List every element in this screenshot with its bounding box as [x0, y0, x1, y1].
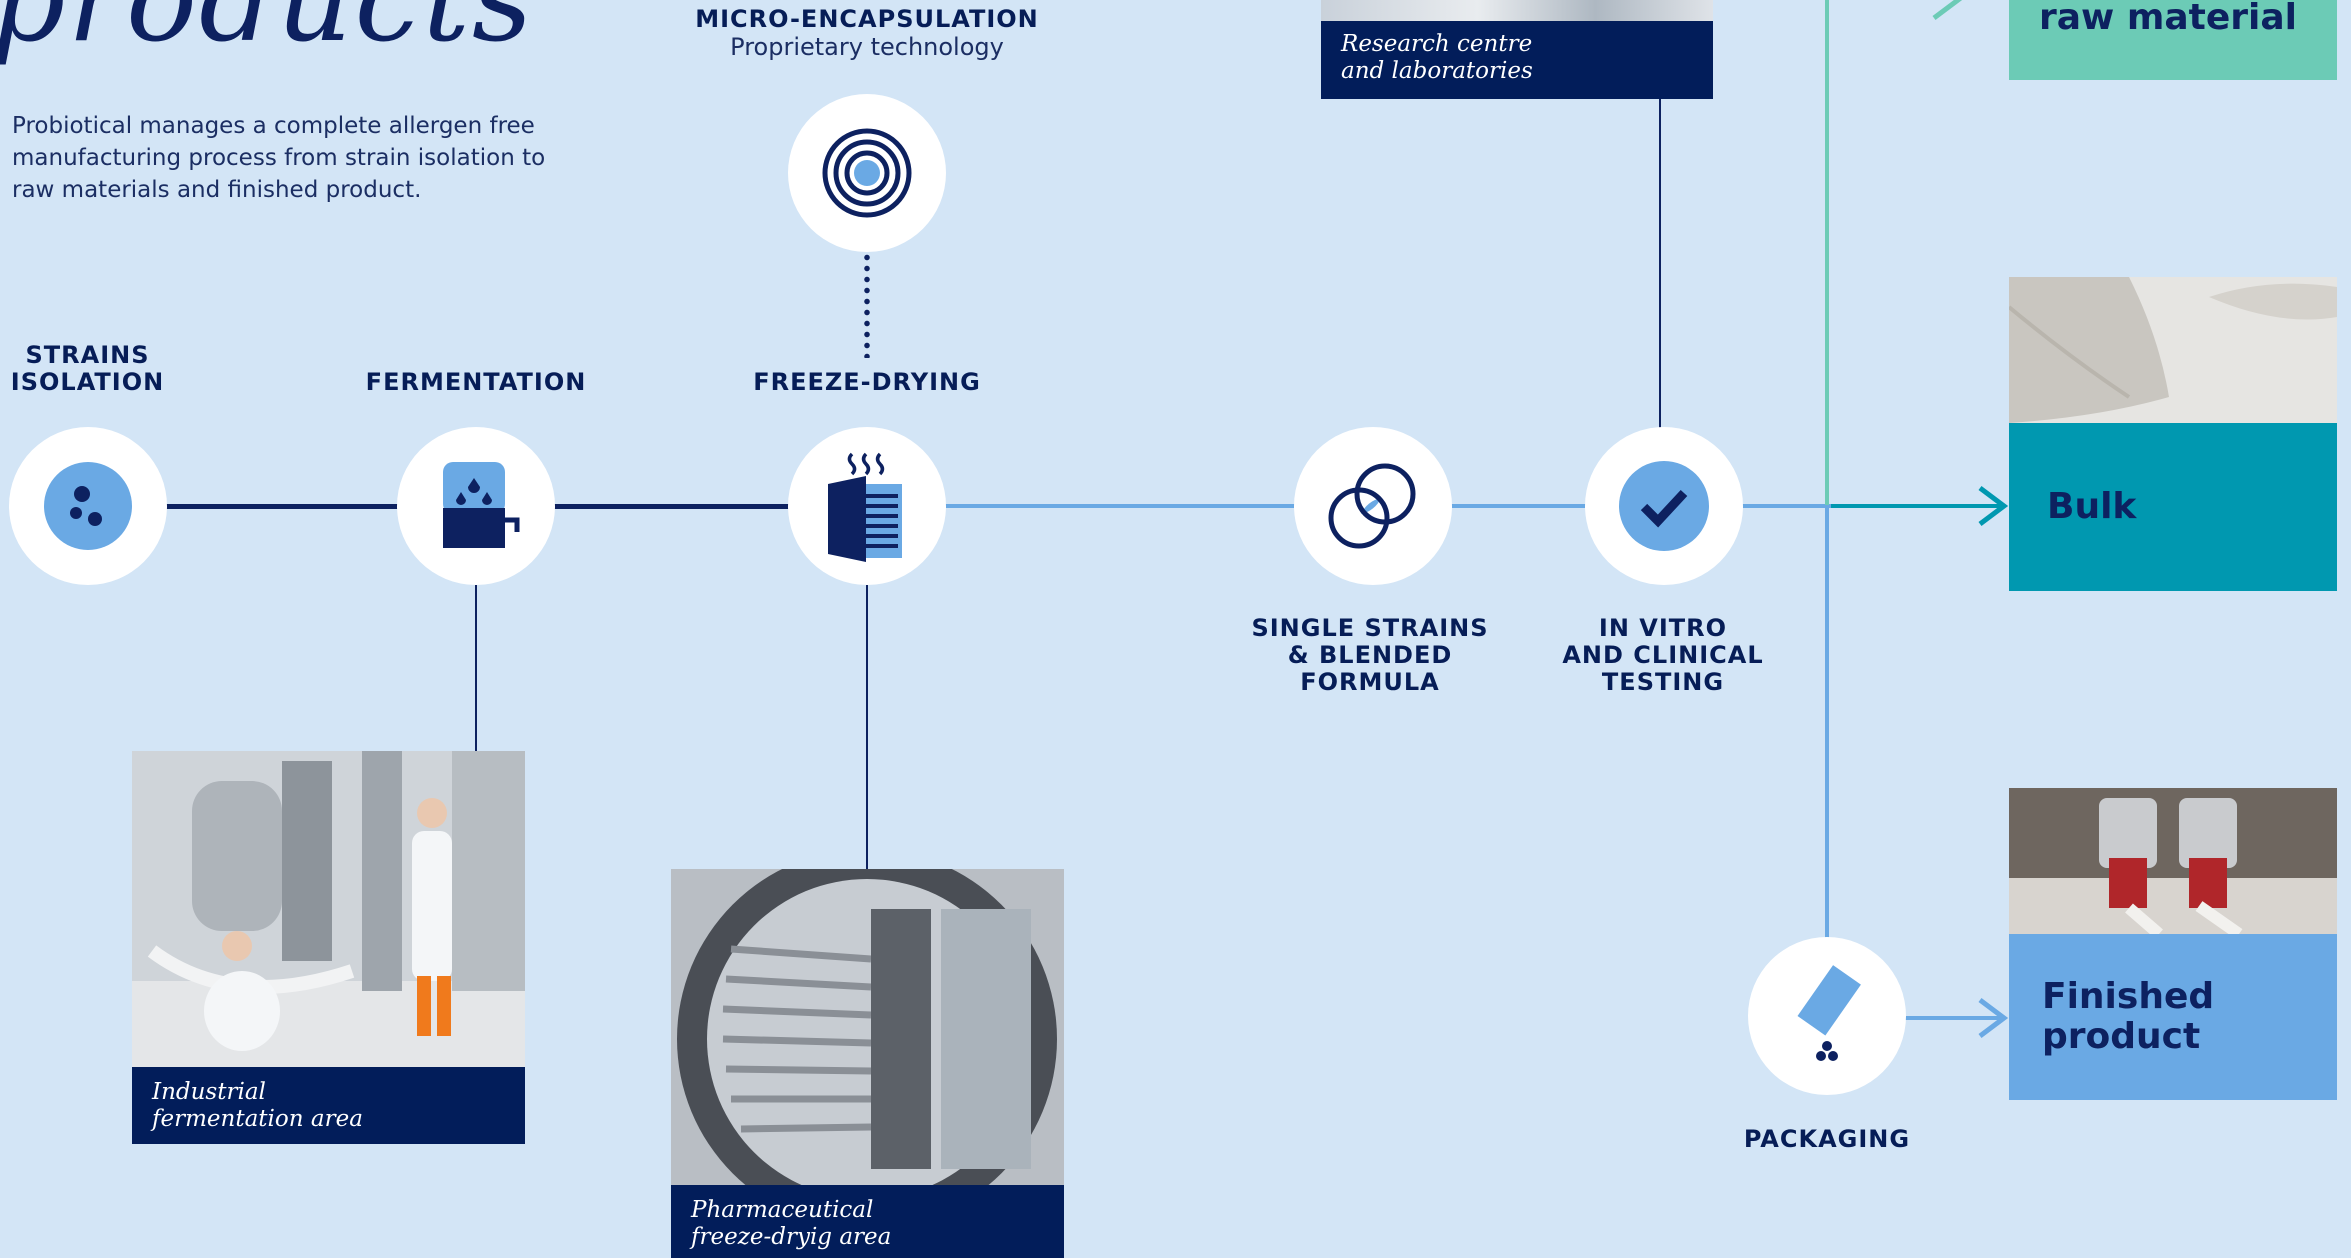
- petri-dish-icon: [44, 462, 132, 550]
- micro-encapsulation-node: [788, 94, 946, 252]
- freeze-drying-node: [788, 427, 946, 585]
- connector-research-testing: [1659, 99, 1661, 429]
- arrow-right-icon: [1978, 998, 2009, 1038]
- freeze-dryer-icon: [828, 452, 902, 562]
- micro-encapsulation-title: MICRO-ENCAPSULATION: [695, 5, 1039, 33]
- step-label-freeze-drying: FREEZE-DRYING: [753, 368, 981, 396]
- output-bulk: Bulk: [2009, 423, 2337, 591]
- connector-fermentation-freeze: [553, 504, 790, 509]
- page-title: products: [0, 0, 535, 68]
- packaging-node: [1748, 937, 1906, 1095]
- connector-freeze-photo: [866, 585, 868, 870]
- connector-testing-bulk: [1741, 504, 1831, 508]
- fermentation-node: [397, 427, 555, 585]
- bulk-photo: [2009, 277, 2337, 423]
- single-strains-node: [1294, 427, 1452, 585]
- connector-formula-testing: [1451, 504, 1586, 508]
- fermentation-caption: Industrial fermentation area: [132, 1067, 525, 1144]
- checkmark-icon: [1619, 461, 1709, 551]
- output-finished-product: Finished product: [2009, 934, 2337, 1100]
- arrow-right-icon: [1932, 0, 1963, 20]
- fermentation-photo: [132, 751, 525, 1067]
- strains-isolation-node: [9, 427, 167, 585]
- dotted-connector-micro: [864, 252, 870, 358]
- fermenter-tank-icon: [443, 462, 520, 548]
- freeze-dryer-photo: [671, 869, 1064, 1185]
- vertical-raw-line: [1825, 0, 1829, 505]
- testing-node: [1585, 427, 1743, 585]
- step-label-strains: STRAINS ISOLATION: [10, 341, 165, 396]
- step-label-single-strains: SINGLE STRAINS & BLENDED FORMULA: [1251, 614, 1489, 696]
- research-caption: Research centre and laboratories: [1321, 21, 1713, 99]
- arrow-right-icon: [1978, 486, 2009, 526]
- connector-packaging-finished: [1905, 1016, 2003, 1020]
- finished-product-photo: [2009, 788, 2337, 934]
- target-icon: [822, 128, 912, 218]
- micro-encapsulation-subtitle: Proprietary technology: [730, 33, 1004, 61]
- intro-text: Probiotical manages a complete allergen …: [12, 113, 546, 203]
- research-photo: [1321, 0, 1713, 21]
- overlapping-circles-icon: [1328, 463, 1416, 549]
- connector-freeze-formula: [945, 504, 1295, 508]
- output-raw-material: raw material: [2009, 0, 2337, 80]
- step-label-packaging: PACKAGING: [1743, 1125, 1911, 1153]
- connector-fermentation-photo: [475, 585, 477, 751]
- connector-strains-fermentation: [165, 504, 398, 509]
- step-label-fermentation: FERMENTATION: [365, 368, 587, 396]
- freeze-dryer-caption: Pharmaceutical freeze-dryig area: [671, 1185, 1064, 1258]
- step-label-testing: IN VITRO AND CLINICAL TESTING: [1562, 614, 1764, 696]
- connector-to-bulk-arrow: [1831, 504, 2003, 508]
- sachet-icon: [1797, 965, 1861, 1061]
